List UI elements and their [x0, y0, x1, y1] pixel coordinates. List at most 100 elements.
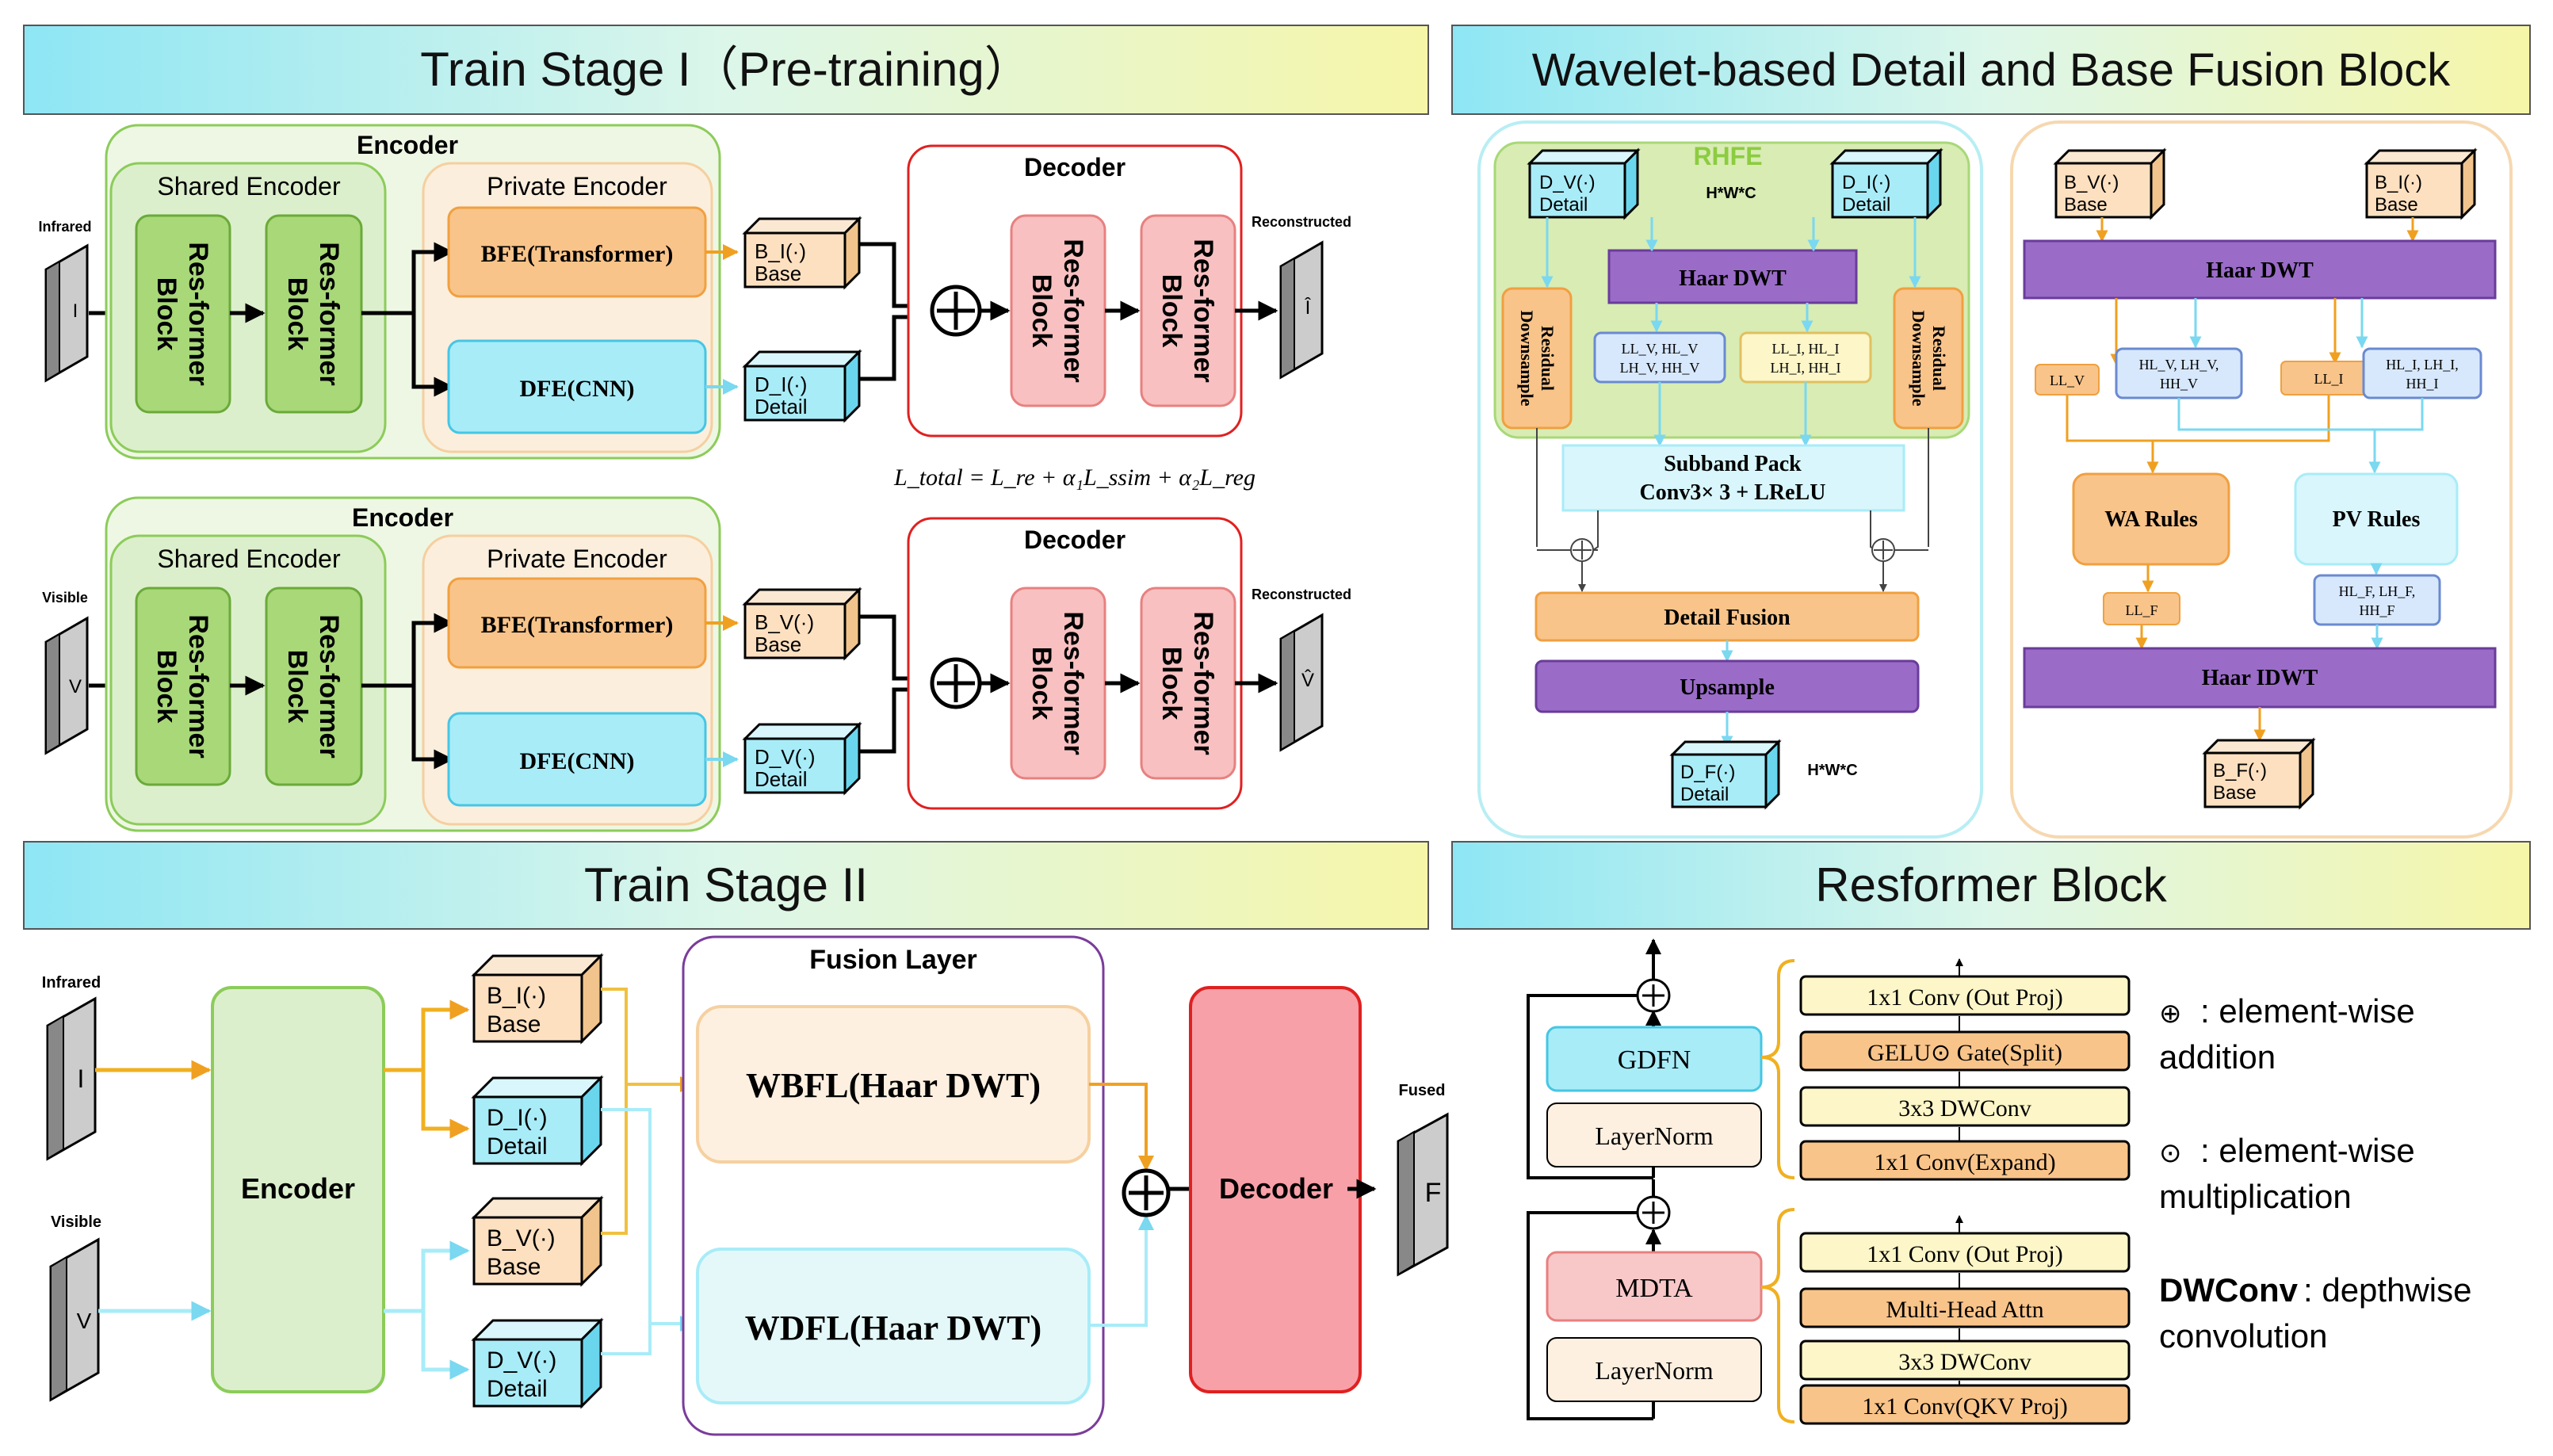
s2-encoder	[211, 986, 385, 1393]
svg-text:Detail: Detail	[487, 1133, 548, 1160]
svg-text:WBFL(Haar DWT): WBFL(Haar DWT)	[746, 1066, 1041, 1105]
df-cube: D_F(·) Detail	[1669, 739, 1782, 810]
bv-base-cube: B_V(·) Base	[742, 587, 862, 661]
svg-text:Detail: Detail	[1680, 784, 1729, 805]
svg-text:D_V(·): D_V(·)	[1539, 172, 1596, 193]
svg-text:ResidualDownsample: ResidualDownsample	[1517, 310, 1557, 406]
svg-text:BFE(Transformer): BFE(Transformer)	[481, 241, 674, 267]
s2-visible-image: V	[49, 1237, 100, 1402]
svg-text:Res-formerBlock: Res-formerBlock	[1156, 611, 1218, 755]
svg-text:3x3 DWConv: 3x3 DWConv	[1898, 1349, 2031, 1375]
haar-dwt-base	[2023, 239, 2497, 300]
svg-text:D_F(·): D_F(·)	[1680, 762, 1735, 783]
svg-text:H*W*C: H*W*C	[1807, 762, 1857, 779]
svg-text:Fused: Fused	[1399, 1082, 1446, 1099]
svg-text:LH_I, HH_I: LH_I, HH_I	[1771, 360, 1841, 376]
svg-text:GELU⊙ Gate(Split): GELU⊙ Gate(Split)	[1867, 1040, 2062, 1066]
stage1-title: Train Stage I（Pre-training）	[420, 43, 1031, 96]
svg-text:Base: Base	[487, 1011, 541, 1038]
svg-text:Reconstructed: Reconstructed	[1252, 214, 1351, 230]
svg-text:Res-formerBlock: Res-formerBlock	[282, 614, 344, 758]
svg-text:Î: Î	[1305, 297, 1312, 319]
svg-text:LH_V, HH_V: LH_V, HH_V	[1620, 360, 1700, 376]
svg-text:V̂: V̂	[1301, 669, 1314, 691]
svg-text:Decoder: Decoder	[1024, 153, 1126, 182]
s2-infrared-image: I	[46, 996, 97, 1161]
svg-text:Private Encoder: Private Encoder	[487, 172, 667, 201]
svg-text:Res-formerBlock: Res-formerBlock	[1156, 239, 1218, 382]
svg-text:Shared Encoder: Shared Encoder	[157, 545, 341, 573]
svg-text:Detail: Detail	[1842, 194, 1890, 216]
svg-text:Res-formerBlock: Res-formerBlock	[1026, 239, 1088, 382]
svg-text:B_I(·): B_I(·)	[2375, 172, 2422, 193]
svg-text:F: F	[1425, 1178, 1442, 1208]
svg-text:D_I(·): D_I(·)	[1842, 172, 1890, 193]
svg-text:D_I(·): D_I(·)	[487, 1105, 548, 1131]
svg-text:HL_F, LH_F,: HL_F, LH_F,	[2339, 583, 2416, 599]
fused-image: F	[1397, 1112, 1449, 1277]
svg-text:HH_V: HH_V	[2160, 376, 2198, 392]
s2-di-cube: D_I(·) Detail	[471, 1075, 604, 1167]
svg-text:Base: Base	[2064, 194, 2108, 216]
di-detail-cube: D_I(·) Detail	[742, 349, 862, 423]
svg-text:HL_I, LH_I,: HL_I, LH_I,	[2386, 357, 2458, 373]
svg-text:MDTA: MDTA	[1615, 1274, 1693, 1303]
svg-text:LL_V: LL_V	[2050, 373, 2085, 388]
stage1-header: Train Stage I（Pre-training）	[23, 25, 1429, 115]
svg-text:Base: Base	[755, 632, 801, 656]
svg-text:Multi-Head Attn: Multi-Head Attn	[1886, 1297, 2043, 1323]
svg-text:3x3 DWConv: 3x3 DWConv	[1898, 1095, 2031, 1122]
svg-text:D_I(·): D_I(·)	[755, 373, 807, 396]
dv-cube-w: D_V(·) Detail	[1527, 147, 1641, 220]
svg-text:Visible: Visible	[51, 1213, 101, 1231]
resformer-title: Resformer Block	[1815, 858, 2167, 911]
svg-text:1x1 Conv (Out Proj): 1x1 Conv (Out Proj)	[1867, 984, 2063, 1011]
svg-text:Res-formerBlock: Res-formerBlock	[282, 242, 344, 385]
svg-text:B_V(·): B_V(·)	[2064, 172, 2119, 193]
stage2-header: Train Stage II	[23, 841, 1429, 930]
svg-text:Upsample: Upsample	[1680, 675, 1775, 700]
svg-text:LL_V, HL_V: LL_V, HL_V	[1622, 341, 1699, 357]
svg-text:multiplication: multiplication	[2159, 1178, 2352, 1215]
legend-dwconv: DWConv : depthwise convolution	[2159, 1271, 2471, 1355]
stage2-diagram: Infrared I Visible V Encoder B_I(·) Base	[42, 935, 1449, 1436]
svg-text:I: I	[78, 1064, 85, 1093]
svg-text:Detail: Detail	[1539, 194, 1588, 216]
stage1-row-visible: Visible V Encoder Shared Encoder Private…	[42, 496, 1351, 832]
svg-text:: element-wise: : element-wise	[2200, 1132, 2415, 1169]
svg-text:WA Rules: WA Rules	[2104, 507, 2198, 532]
svg-text:Haar DWT: Haar DWT	[2206, 258, 2314, 283]
legend-mul: ⊙ : element-wise multiplication	[2159, 1132, 2415, 1215]
svg-text:LL_I, HL_I: LL_I, HL_I	[1772, 341, 1840, 357]
svg-text:Encoder: Encoder	[357, 131, 458, 159]
resformer-header: Resformer Block	[1451, 841, 2531, 930]
svg-text:PV Rules: PV Rules	[2333, 507, 2421, 532]
svg-text:RHFE: RHFE	[1693, 142, 1762, 170]
wavelet-header: Wavelet-based Detail and Base Fusion Blo…	[1451, 25, 2531, 115]
svg-text:convolution: convolution	[2159, 1317, 2327, 1355]
haar-idwt	[2023, 647, 2497, 709]
res-text-1a: Res-former	[183, 242, 213, 385]
svg-text:Shared Encoder: Shared Encoder	[157, 172, 341, 201]
svg-text:Base: Base	[487, 1254, 541, 1280]
svg-text:HH_I: HH_I	[2406, 376, 2439, 392]
bi-cube-w: B_I(·) Base	[2364, 147, 2478, 220]
svg-text:B_F(·): B_F(·)	[2213, 760, 2267, 782]
infrared-image: I	[44, 243, 89, 383]
svg-text:Reconstructed: Reconstructed	[1252, 587, 1351, 602]
svg-text:V: V	[77, 1309, 92, 1333]
svg-text:: depthwise: : depthwise	[2303, 1271, 2471, 1309]
svg-text:H*W*C: H*W*C	[1706, 185, 1756, 202]
dec-resblock-2	[1140, 214, 1236, 407]
svg-text:Haar DWT: Haar DWT	[1679, 266, 1787, 291]
svg-text:Subband Pack: Subband Pack	[1664, 452, 1802, 476]
svg-text:DFE(CNN): DFE(CNN)	[520, 376, 635, 402]
svg-text:B_I(·): B_I(·)	[755, 239, 806, 263]
svg-text:DFE(CNN): DFE(CNN)	[520, 748, 635, 774]
wavelet-title: Wavelet-based Detail and Base Fusion Blo…	[1532, 44, 2451, 96]
svg-text:LL_I: LL_I	[2314, 371, 2344, 387]
svg-text:HL_V, LH_V,: HL_V, LH_V,	[2139, 357, 2219, 373]
svg-text:BFE(Transformer): BFE(Transformer)	[481, 612, 674, 638]
bf-cube: B_F(·) Base	[2202, 737, 2316, 810]
